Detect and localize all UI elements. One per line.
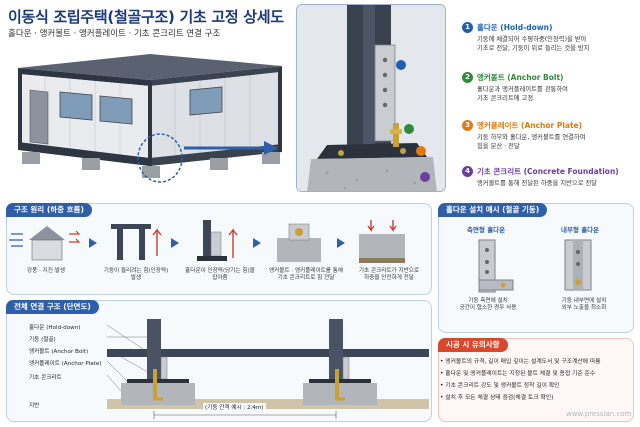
section-title: 전체 연결 구조 (단면도) xyxy=(6,300,99,314)
section-drawing xyxy=(107,319,429,419)
section-panel: 전체 연결 구조 (단면도) 홀다운 (Hold-down) 기둥 (철골) 앵… xyxy=(6,300,432,422)
watermark: www.pressian.com xyxy=(566,410,632,418)
callout-title: 앵커볼트 (Anchor Bolt) xyxy=(477,73,564,82)
step-column-lift-icon xyxy=(111,224,162,260)
callout-concrete: 4 기초 콘크리트 (Concrete Foundation) 앵커볼트를 통해… xyxy=(462,166,638,192)
detail-closeup-panel xyxy=(296,4,446,192)
side-type-label: 측면형 홀다운 xyxy=(467,226,506,234)
install-panel: 홀다운 설치 예시 (철골 기둥) 측면형 홀다운 내부형 홀다운 기둥 측면에… xyxy=(438,203,634,333)
step-caption: 강풍 · 지진 발생 xyxy=(27,268,65,274)
closeup-illustration xyxy=(297,5,445,191)
callout-anchor-bolt: 2 앵커볼트 (Anchor Bolt) 홀다운과 앵커플레이트를 관통하여 기… xyxy=(462,72,638,106)
note-item: • 설치 후 모든 체결 상태 점검(체결 토크 확인) xyxy=(440,395,554,401)
step-wind-house-icon xyxy=(9,226,81,261)
step-caption: 기둥이 들리려는 힘(인장력)발생 xyxy=(103,268,169,282)
section-label: 기둥 (철골) xyxy=(29,337,56,343)
page-subtitle: 홀다운 · 앵커볼트 · 앵커플레이트 · 기초 콘크리트 연결 구조 xyxy=(8,29,221,39)
callout-number: 1 xyxy=(462,22,473,33)
step-anchor-transfer-icon xyxy=(277,223,321,262)
note-item: • 홀다운 및 앵커플레이트는 지정된 볼트 체결 및 용접 기준 준수 xyxy=(440,371,596,377)
callout-desc: 기초로 전달, 기둥이 위로 들리는 것을 방지 xyxy=(477,45,590,52)
side-hold-down-icon xyxy=(478,239,514,293)
callout-title: 홀다운 (Hold-down) xyxy=(477,23,553,32)
modular-house-illustration xyxy=(18,54,282,183)
callout-desc: 홀다운과 앵커플레이트를 관통하여 xyxy=(477,86,568,93)
column-spacing-label: (기둥 간격 예시 : 2.4m) xyxy=(203,403,266,411)
section-label: 지반 xyxy=(29,403,40,409)
page-title: 이동식 조립주택(철골구조) 기초 고정 상세도 xyxy=(8,8,284,26)
principle-icons xyxy=(9,220,405,263)
inner-hold-down-icon xyxy=(564,239,592,291)
principle-panel: 구조 원리 (하중 흐름) xyxy=(6,203,432,295)
principle-title: 구조 원리 (하중 흐름) xyxy=(6,203,92,217)
section-label: 홀다운 (Hold-down) xyxy=(29,325,81,331)
callout-hold-down: 1 홀다운 (Hold-down) 기둥에 체결되어 수평하중(인장력)을 받아… xyxy=(462,22,638,56)
callout-anchor-plate: 3 앵커플레이트 (Anchor Plate) 기둥 하부와 홀다운, 앵커볼트… xyxy=(462,120,638,154)
detail-arrow xyxy=(184,141,278,155)
callout-desc: 기초 콘크리트에 고정 xyxy=(477,95,534,102)
callout-number: 3 xyxy=(462,120,473,131)
notes-title: 시공 시 유의사항 xyxy=(438,338,508,352)
callout-number: 4 xyxy=(462,166,473,177)
callout-title: 앵커플레이트 (Anchor Plate) xyxy=(477,121,583,130)
note-item: • 기초 콘크리트 강도 및 앵커볼트 정착 길이 확인 xyxy=(440,383,560,389)
callout-desc: 앵커볼트를 통해 전달된 하중을 지반으로 전달 xyxy=(477,180,598,187)
note-item: • 앵커볼트의 규격, 길이 매입 깊이는 설계도서 및 구조계산에 따름 xyxy=(440,359,601,365)
section-label: 앵커플레이트 (Anchor Plate) xyxy=(29,361,102,367)
callout-number: 2 xyxy=(462,72,473,83)
section-label: 앵커볼트 (Anchor Bolt) xyxy=(29,349,89,355)
notes-panel: 시공 시 유의사항 xyxy=(438,338,634,422)
step-hold-down-icon xyxy=(197,220,238,261)
step-ground-transfer-icon xyxy=(359,220,405,263)
callout-title: 기초 콘크리트 (Concrete Foundation) xyxy=(477,167,619,176)
hold-down-types xyxy=(478,239,592,293)
install-title: 홀다운 설치 예시 (철골 기둥) xyxy=(438,203,548,217)
callout-desc: 힘을 분산 · 전달 xyxy=(477,143,520,150)
inner-type-label: 내부형 홀다운 xyxy=(561,226,600,234)
callout-desc: 기둥 하부와 홀다운, 앵커볼트를 연결하여 xyxy=(477,134,586,141)
callout-desc: 기둥에 체결되어 수평하중(인장력)을 받아 xyxy=(477,36,587,43)
section-label: 기초 콘크리트 xyxy=(29,375,62,381)
